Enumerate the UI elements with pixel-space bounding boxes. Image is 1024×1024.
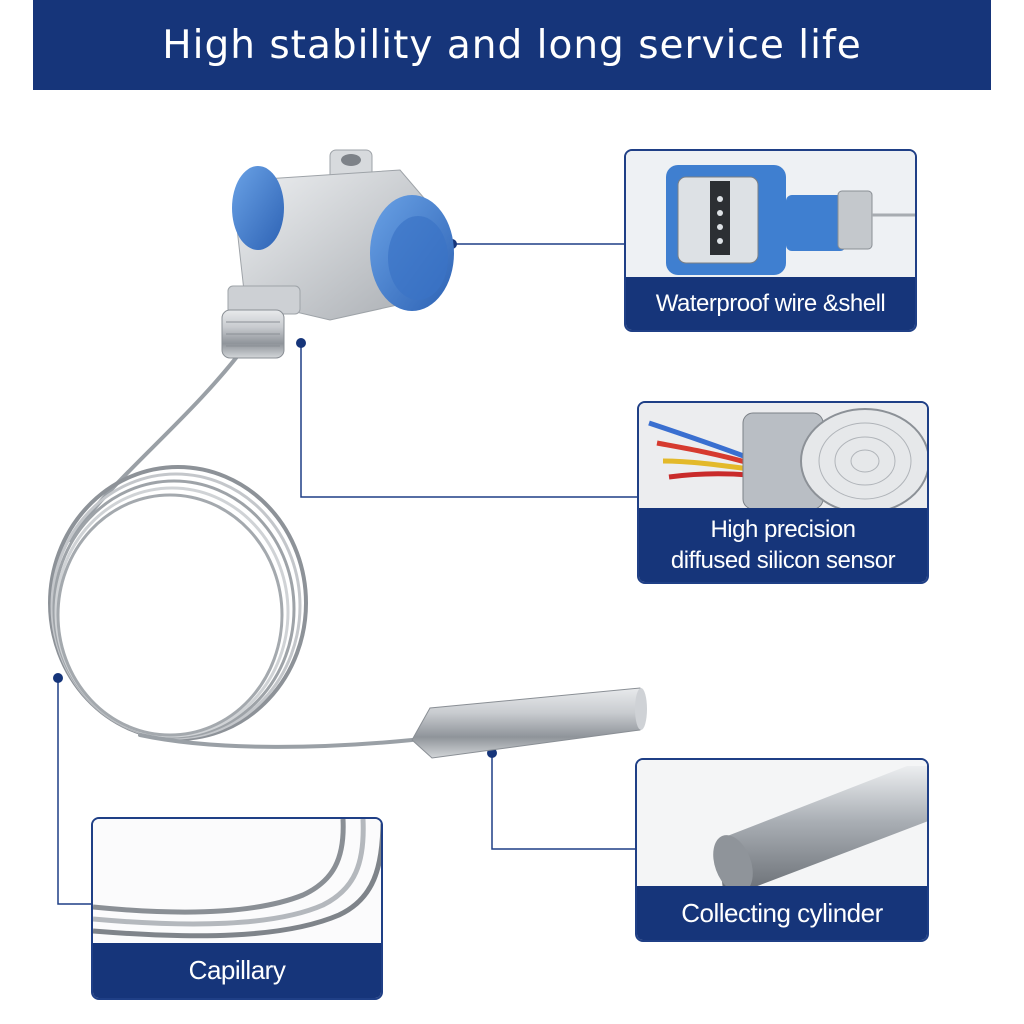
transmitter-closeup-image: [626, 151, 915, 281]
callout-label-shell: Waterproof wire &shell: [626, 277, 915, 330]
callout-card-sensor: High precision diffused silicon sensor: [637, 401, 929, 584]
capillary-coil: [48, 343, 414, 749]
callout-card-capillary: Capillary: [91, 817, 383, 1000]
collecting-cylinder: [411, 687, 647, 759]
callout-label-sensor: High precision diffused silicon sensor: [639, 508, 927, 582]
title-banner: High stability and long service life: [33, 0, 991, 90]
callout-card-cylinder: Collecting cylinder: [635, 758, 929, 942]
transmitter-housing: [221, 149, 454, 359]
banner-title: High stability and long service life: [162, 22, 862, 68]
callout-card-shell: Waterproof wire &shell: [624, 149, 917, 332]
sensor-closeup-image: [639, 403, 927, 513]
cylinder-closeup-image: [637, 760, 927, 890]
connector-lines: [57, 243, 640, 905]
callout-label-cylinder: Collecting cylinder: [637, 886, 927, 940]
capillary-closeup-image: [93, 819, 381, 947]
callout-label-capillary: Capillary: [93, 943, 381, 998]
